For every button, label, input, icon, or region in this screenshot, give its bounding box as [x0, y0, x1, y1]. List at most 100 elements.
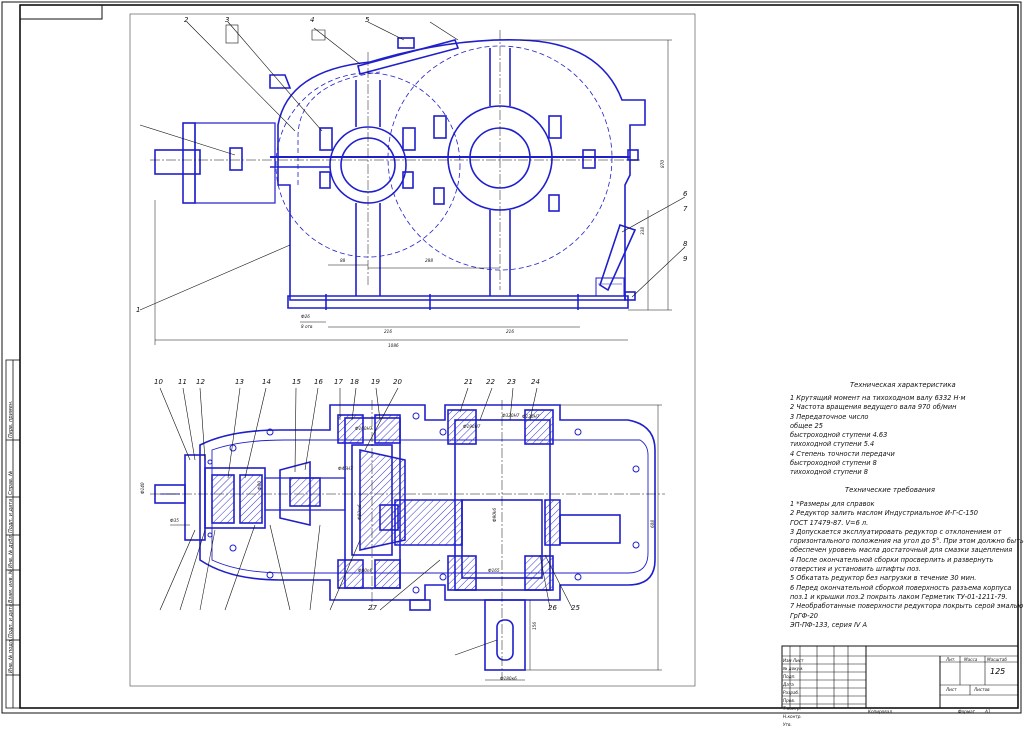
tech-char-line: тихоходной ступени 5.4	[790, 440, 875, 449]
dimension-label: Ф35	[170, 518, 179, 523]
dimension-label: Ф80m6	[357, 504, 362, 520]
tech-req-line: 5 Обкатать редуктор без нагрузки в течен…	[790, 574, 977, 583]
callout-number: 4	[310, 16, 315, 24]
side-strip-label: Инв. № дубл.	[8, 533, 14, 568]
callout-number: 10	[154, 378, 163, 386]
stamp-row-label: Изм Лист	[783, 658, 804, 663]
dimension-label: 216	[506, 329, 514, 334]
dimension-label: Ф160H7	[355, 426, 373, 431]
dimension-label: Ф180к6	[500, 676, 517, 681]
tech-req-line: 3 Допускается эксплуатировать редуктор с…	[790, 527, 1002, 536]
tech-req-line: ГрГФ-20	[790, 611, 818, 620]
tech-char-line: тихоходной ступени 8	[790, 468, 868, 477]
lit-label: Лит.	[946, 657, 956, 662]
tech-req-line: отверстия и установить штифты поз.	[790, 565, 921, 574]
plan-section	[154, 404, 656, 671]
callout-number: 20	[393, 378, 402, 386]
tech-char-line: общее 25	[790, 421, 823, 430]
tech-req-line: горизонтального положения на угол до 5°.…	[790, 537, 1024, 546]
callout-number: 6	[683, 190, 688, 198]
callout-number: 2	[184, 16, 189, 24]
corner-stamp	[19, 4, 103, 20]
side-strip-label: Подп. и дата	[8, 498, 14, 533]
callout-number: 26	[548, 604, 557, 612]
dimension-label: Ф190H7	[463, 424, 481, 429]
tech-char-line: 4 Степень точности передачи	[790, 449, 895, 458]
callout-number: 11	[178, 378, 187, 386]
dimension-label: Ф320H7	[502, 413, 520, 418]
tech-req-line: поз.1 и крышки поз.2 покрыть лаком Герме…	[790, 592, 1008, 601]
callout-number: 14	[262, 378, 271, 386]
side-strip-label: Перв. примен.	[8, 400, 14, 438]
dimension-label: Ф140	[140, 482, 145, 494]
callout-number: 16	[314, 378, 323, 386]
title-block	[781, 645, 1019, 709]
callout-number: 25	[571, 604, 580, 612]
tech-req-line: 1 *Размеры для справок	[790, 500, 875, 508]
mass-label: Масса	[964, 657, 978, 662]
dimension-label: Ф80	[257, 481, 262, 490]
sheet-number: 125	[990, 667, 1006, 676]
callout-number: 12	[196, 378, 205, 386]
tech-req-line: ЭП-ПФ-133, серия IV А	[790, 620, 868, 629]
dimension-label: 288	[425, 258, 433, 263]
callout-number: 1	[136, 306, 141, 314]
callout-number: 22	[486, 378, 495, 386]
tech-char-line: 2 Частота вращения ведущего вала 970 об/…	[790, 403, 957, 412]
tech-req-line: 4 После окончательной сборки просверлить…	[790, 555, 994, 564]
stamp-row-label: Пров.	[783, 698, 796, 703]
tech-char-list: 1 Крутящий момент на тихоходном валу 633…	[790, 394, 966, 478]
dimension-label: 1086	[388, 343, 399, 348]
copied-label: Копировал	[868, 709, 892, 714]
format-value: A1	[985, 709, 991, 714]
callout-number: 13	[235, 378, 244, 386]
tech-req-line: 6 Перед окончательной сборкой поверхност…	[790, 583, 1012, 592]
stamp-row-label: Дата	[783, 682, 794, 687]
stamp-row-label: Разраб.	[783, 690, 800, 695]
dimension-label: Ф120H7	[522, 414, 540, 419]
tech-req-line: 7 Необработанные поверхности редуктора п…	[790, 602, 1024, 611]
side-strip-label: Справ. №	[8, 470, 14, 495]
callout-number: 21	[464, 378, 473, 386]
callout-number: 8	[683, 240, 688, 248]
dimension-label: Ф26	[301, 314, 310, 319]
callout-number: 18	[350, 378, 359, 386]
stamp-row-label: № докум.	[783, 666, 804, 671]
format-label: Формат	[958, 709, 975, 714]
side-strip-label: Подп. и дата	[8, 603, 14, 638]
sheets-label: Листов	[974, 687, 990, 692]
tech-char-line: быстроходной ступени 8	[790, 459, 877, 468]
callout-number: 3	[225, 16, 230, 24]
tech-char-line: быстроходной ступени 4.63	[790, 431, 888, 440]
callout-number: 24	[531, 378, 540, 386]
dimension-label: Ф90k6	[492, 507, 497, 522]
dimension-label: Ф165	[488, 568, 500, 573]
tech-req-line: 2 Редуктор залить маслом Индустриальное …	[790, 509, 978, 518]
dimension-label: 8 отв	[301, 324, 313, 329]
side-strip-label: Инв. № подл.	[8, 638, 14, 674]
tech-char-line: 1 Крутящий момент на тихоходном валу 633…	[790, 394, 966, 402]
side-strip	[5, 359, 21, 709]
tech-req-line: обеспечен уровень масла достаточный для …	[790, 546, 1013, 555]
callout-number: 9	[683, 255, 688, 263]
callout-number: 27	[368, 604, 377, 612]
stamp-row-label: Н.контр.	[783, 714, 802, 719]
dimension-label: 156	[532, 622, 537, 630]
callout-number: 17	[334, 378, 343, 386]
side-strip-label: Взам. инв. №	[8, 569, 14, 603]
tech-req-title: Технические требования	[845, 486, 935, 494]
dimension-label: Ф45H7	[338, 466, 353, 471]
sheet-label: Лист	[946, 687, 957, 692]
dimension-label: 216	[384, 329, 392, 334]
dimension-label: 870	[660, 160, 665, 168]
stamp-row-label: Т.контр.	[783, 706, 802, 711]
tech-char-line: 3 Передаточное число	[790, 412, 869, 421]
dimension-label: 88	[340, 258, 346, 263]
callout-number: 19	[371, 378, 380, 386]
dimension-label: Ф80n6	[358, 568, 373, 573]
dimension-label: 608	[650, 520, 655, 528]
